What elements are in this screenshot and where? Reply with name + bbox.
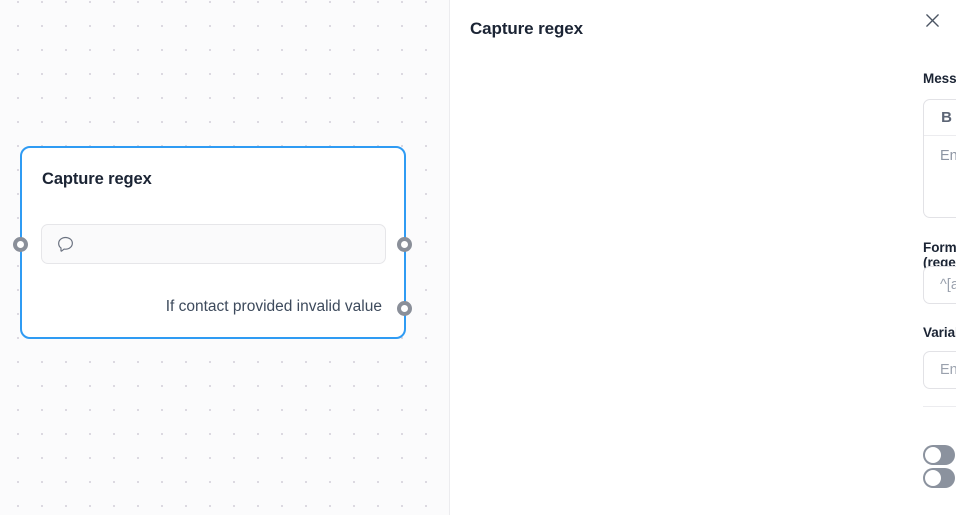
bold-icon[interactable]: B [941,109,952,126]
node-condition-label: If contact provided invalid value [165,298,382,315]
properties-panel: Capture regex Message B I U S [449,0,956,515]
section-divider [923,406,956,407]
editor-toolbar: B I U S [924,100,956,136]
optional-toggle[interactable] [923,468,955,488]
format-input[interactable]: ^[a-zA-Z0-9]+$ [923,266,956,304]
optional-row: Optional [923,468,956,488]
toggle-knob [925,470,941,486]
variable-label: Variable [923,325,956,340]
node-message-field[interactable] [41,224,386,264]
close-icon[interactable] [919,7,945,33]
node-capture-regex[interactable]: Capture regex If contact provided invali… [20,146,406,339]
panel-title: Capture regex [470,19,584,38]
flow-canvas[interactable]: Capture regex If contact provided invali… [0,0,449,515]
node-input-handle[interactable] [13,237,28,252]
message-editor[interactable]: B I U S [923,99,956,218]
node-title: Capture regex [42,170,152,188]
speech-bubble-icon [56,235,75,254]
toggle-knob [925,447,941,463]
message-label: Message [923,71,956,86]
message-input[interactable]: Enter text [940,148,956,164]
check-key-exists-row: Check if key already exists [923,423,956,487]
node-output-handle-1[interactable] [397,237,412,252]
check-key-exists-toggle[interactable] [923,445,955,465]
variable-input[interactable]: Enter variable [923,351,956,389]
node-output-handle-2[interactable] [397,301,412,316]
